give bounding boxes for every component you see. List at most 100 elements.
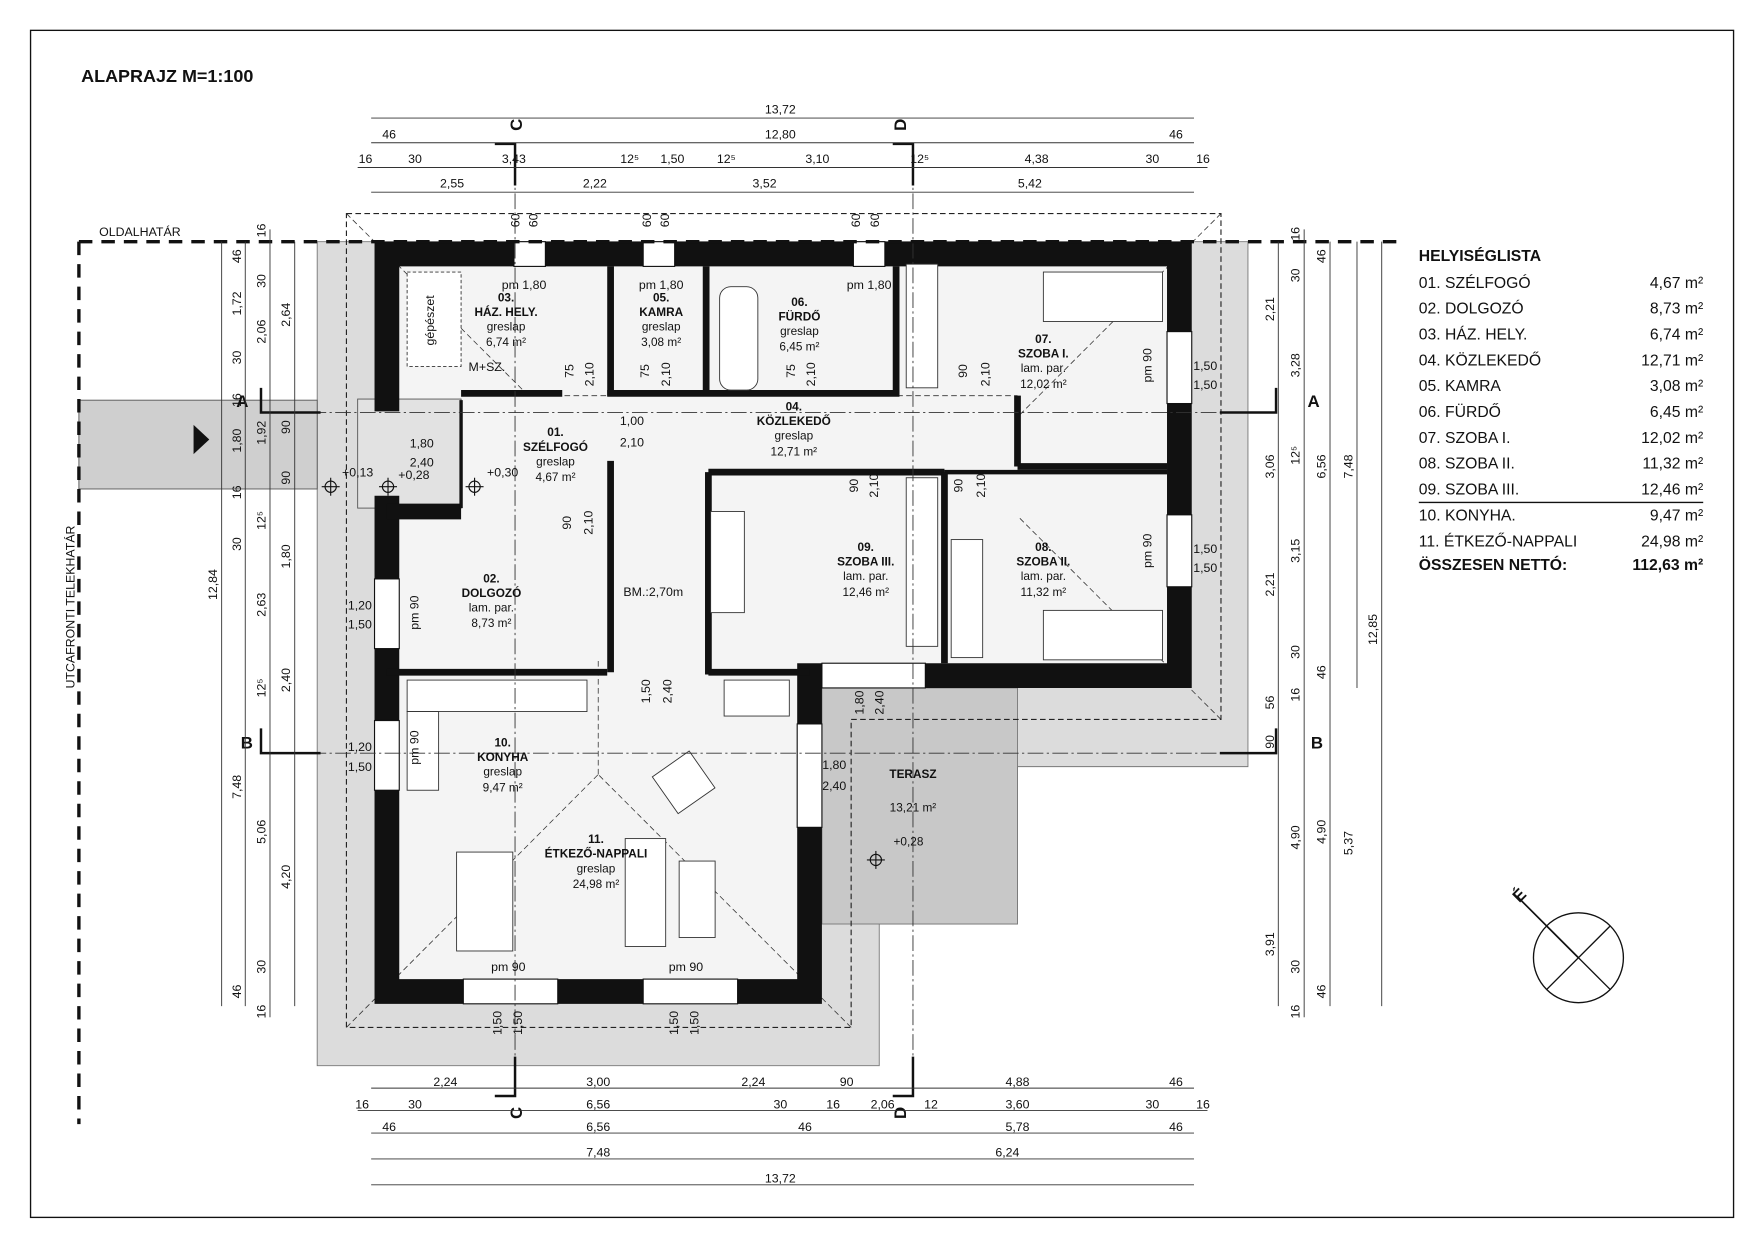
schedule-room-name: 05. KAMRA	[1419, 378, 1502, 395]
plan-annotation: 1,50	[1193, 561, 1217, 575]
schedule-room-area: 12,71 m²	[1641, 352, 1703, 369]
section-d-bottom: D	[891, 1107, 910, 1119]
plan-annotation: 2,40	[410, 455, 434, 469]
dimension-top: 16	[1196, 152, 1210, 166]
room-schedule-heading: HELYISÉGLISTA	[1419, 246, 1541, 265]
plan-annotation: pm 90	[1140, 534, 1154, 568]
plan-annotation: 90	[956, 364, 970, 378]
dimension-right: 6,56	[1315, 454, 1329, 478]
room-floor-finish: greslap	[483, 765, 522, 779]
total-label: ÖSSZESEN NETTÓ:	[1419, 555, 1567, 574]
sofa	[624, 838, 667, 947]
plan-annotation: 90	[951, 479, 965, 493]
plan-annotation: pm 1,80	[639, 278, 684, 292]
plan-annotation: 90	[560, 516, 574, 530]
plan-annotation: 2,10	[659, 362, 673, 386]
terrace-area-label: 13,21 m²	[890, 801, 937, 815]
terrace-area	[821, 687, 1018, 925]
north-arrow-icon	[1517, 896, 1625, 1004]
plan-annotation: BM.:2,70m	[623, 585, 683, 599]
mechanical-unit	[406, 271, 462, 367]
dimension-right: 3,15	[1289, 539, 1303, 563]
sheet-frame	[29, 29, 1735, 1219]
plan-annotation: gépészet	[423, 295, 437, 346]
plan-annotation: 2,10	[582, 511, 596, 535]
furniture	[406, 263, 1163, 952]
room-area: 24,98 m²	[573, 877, 620, 891]
room-floor-finish: greslap	[487, 319, 526, 333]
schedule-room-area: 11,32 m²	[1642, 456, 1703, 473]
dimension-left: 12⁵	[254, 679, 268, 698]
room-name: HÁZ. HELY.	[474, 305, 537, 319]
dimension-right: 16	[1289, 1005, 1303, 1019]
dimension-top: 46	[382, 127, 396, 141]
schedule-room-name: 09. SZOBA III.	[1419, 482, 1519, 499]
room-area: 3,08 m²	[641, 335, 681, 349]
plan-annotation: 75	[638, 364, 652, 378]
room-name: DOLGOZÓ	[462, 586, 522, 600]
plan-annotation: 75	[562, 364, 576, 378]
dimension-top: 12,80	[765, 127, 796, 141]
dimension-top: 30	[408, 152, 422, 166]
section-c-top: C	[507, 119, 526, 131]
bathtub	[719, 286, 759, 391]
dimension-bottom: 46	[798, 1120, 812, 1134]
schedule-room-name: 06. FÜRDŐ	[1419, 402, 1501, 421]
room-area: 11,32 m²	[1021, 585, 1067, 599]
dimension-right: 12,85	[1366, 614, 1380, 645]
plan-annotation: 1,50	[1193, 359, 1217, 373]
dimension-right: 12⁵	[1289, 446, 1303, 465]
dimension-right: 46	[1315, 665, 1329, 679]
room-area: 12,71 m²	[771, 444, 818, 458]
dimension-bottom: 7,48	[586, 1146, 610, 1160]
plan-annotation: 2,40	[822, 779, 846, 793]
schedule-room-area: 24,98 m²	[1641, 533, 1703, 550]
plan-annotation: 1,50	[687, 1011, 701, 1035]
dimension-top: 12⁵	[717, 152, 736, 166]
plan-annotation: pm 90	[1140, 348, 1154, 382]
plan-annotation: 1,50	[511, 1011, 525, 1035]
dimension-right: 30	[1289, 268, 1303, 282]
dimension-right: 56	[1263, 696, 1277, 710]
dimension-right: 3,28	[1289, 353, 1303, 377]
north-label: É	[1509, 885, 1530, 906]
dimension-bottom: 5,78	[1005, 1120, 1029, 1134]
dimension-right: 7,48	[1341, 454, 1355, 478]
dimension-left: 16	[254, 1005, 268, 1019]
dimension-bottom: 6,24	[995, 1146, 1019, 1160]
plan-annotation: pm 90	[407, 730, 421, 764]
dimension-left: 46	[230, 984, 244, 998]
plan-annotation: 60	[868, 213, 882, 227]
plan-annotation: 60	[527, 213, 541, 227]
dimension-left: 30	[230, 537, 244, 551]
dimension-right: 4,90	[1315, 820, 1329, 844]
side-boundary-label: OLDALHATÁR	[99, 224, 181, 239]
plan-annotation: 1,20	[348, 598, 372, 612]
terrace-name: TERASZ	[889, 767, 936, 781]
dimension-top: 12⁵	[910, 152, 929, 166]
dimension-left: 1,72	[230, 291, 244, 315]
plan-annotation: 2,10	[974, 473, 988, 497]
dimension-right: 5,37	[1341, 831, 1355, 855]
dimension-left: 30	[254, 274, 268, 288]
room-area: 6,45 m²	[779, 340, 819, 354]
wardrobe-room-1	[905, 263, 939, 389]
plan-annotation: 1,80	[853, 690, 867, 714]
room-area: 8,73 m²	[471, 616, 511, 630]
dimension-right: 2,21	[1263, 297, 1277, 321]
schedule-room-area: 4,67 m²	[1650, 275, 1703, 292]
dimension-left: 12,84	[206, 569, 220, 600]
room-floor-finish: lam. par.	[1021, 569, 1066, 583]
vestibule-recess	[357, 398, 462, 509]
schedule-room-name: 10. KONYHA.	[1419, 507, 1516, 524]
plan-annotation: 2,10	[804, 362, 818, 386]
dimension-left: 90	[279, 471, 293, 485]
room-floor-finish: lam. par.	[843, 569, 888, 583]
dining-table	[456, 851, 514, 952]
dimension-right: 46	[1315, 984, 1329, 998]
bed-room-3	[710, 511, 745, 614]
interior-walls	[386, 266, 1168, 676]
armchair	[651, 750, 716, 815]
dimension-top: 16	[359, 152, 373, 166]
